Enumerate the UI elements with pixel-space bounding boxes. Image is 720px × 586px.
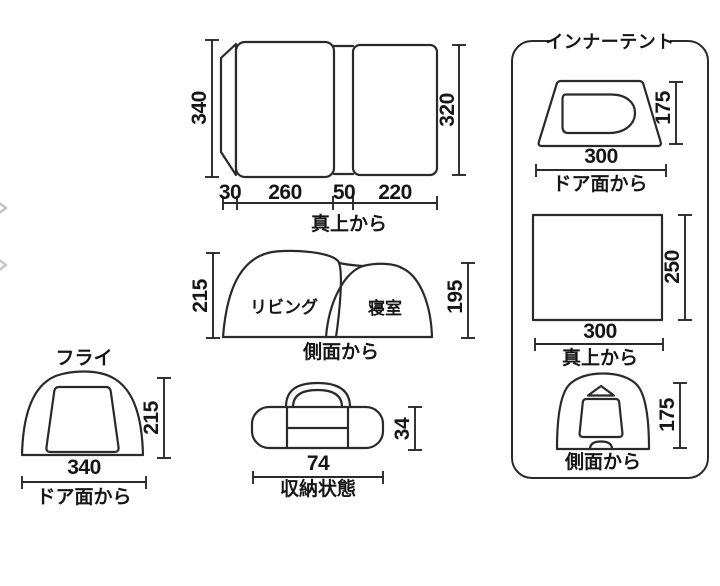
dimension-215: 215	[189, 252, 220, 339]
dimension-300: 300	[535, 145, 667, 177]
room-label-bedroom: 寝室	[368, 298, 402, 318]
dimension-label: 215	[189, 278, 212, 312]
panel-title: インナーテント	[545, 32, 675, 52]
chevron-right-icon	[0, 202, 8, 214]
ground-vent-notch	[588, 440, 614, 451]
inner-door-outline	[561, 93, 637, 135]
view-caption: 真上から	[562, 346, 638, 369]
fly-dome-outline	[20, 370, 145, 457]
dimension-74: 74	[252, 452, 384, 484]
dimension-300: 300	[534, 320, 664, 351]
bedroom-dome-outline	[324, 262, 434, 339]
room-label-living: リビング	[250, 297, 318, 317]
bag-handle-inner	[291, 388, 344, 409]
dimension-label: 175	[652, 90, 675, 124]
view-caption: ドア面から	[36, 486, 131, 508]
dimension-label: 320	[436, 93, 459, 127]
view-caption: 真上から	[311, 212, 387, 235]
inner-door-view: 175 300 ドア面から	[535, 79, 683, 195]
dimension-label: 50	[333, 181, 355, 204]
dimension-label: 250	[661, 250, 684, 284]
dimension-215: 215	[140, 377, 171, 459]
dimension-label: 74	[307, 452, 330, 475]
bag-handle-outer	[284, 381, 352, 409]
dimension-175: 175	[656, 382, 687, 449]
inner-floor-outline	[531, 213, 664, 322]
ridge-line	[337, 261, 365, 268]
inner-side-view: 175 側面から	[555, 372, 687, 473]
porch-flap-shape	[219, 42, 238, 177]
view-caption: 側面から	[564, 451, 641, 473]
dimension-label: 300	[584, 145, 618, 168]
dimension-label: 300	[583, 320, 617, 343]
dimension-320: 320	[436, 44, 466, 176]
dimension-label: 340	[67, 456, 101, 479]
inner-window-outline	[578, 397, 624, 439]
dimension-label: 30	[219, 181, 241, 204]
dimension-175: 175	[652, 81, 683, 145]
packed-view: 34 74 収納状態	[250, 381, 422, 500]
inner-tent-panel: インナーテント 175 300 ドア面から	[511, 30, 709, 479]
fly-title: フライ	[55, 348, 112, 369]
view-caption: ドア面から	[552, 173, 647, 195]
bedroom-area-shape	[351, 43, 439, 177]
overall-side-view: 215 195 リビング 寝室 側面から	[189, 249, 475, 363]
dimension-340: 340	[21, 456, 147, 489]
overall-top-view: 340 320 30 260 50 220 真上から	[188, 39, 466, 235]
living-dome-outline	[221, 249, 342, 339]
dimension-label: 215	[140, 400, 163, 434]
view-caption: 収納状態	[280, 477, 356, 500]
dimension-250: 250	[661, 214, 692, 321]
dimension-label: 195	[444, 279, 467, 313]
inner-top-view: 250 300 真上から	[531, 213, 692, 369]
vent-triangle	[586, 384, 616, 397]
dimension-195: 195	[444, 262, 475, 339]
dimension-label: 260	[268, 181, 302, 204]
dimension-340: 340	[188, 39, 219, 178]
chevron-right-icon	[0, 259, 8, 271]
fly-front-view: フライ 215 340 ドア面から	[20, 348, 171, 508]
dimension-label: 340	[188, 91, 211, 125]
dimension-34: 34	[391, 406, 422, 451]
dimension-label: 220	[378, 181, 412, 204]
living-area-shape	[234, 40, 336, 179]
dimension-widths: 30 260 50 220	[219, 181, 438, 210]
fly-door-outline	[45, 385, 120, 454]
panel-title-mask	[550, 30, 670, 51]
view-caption: 側面から	[302, 341, 379, 363]
inner-front-outline	[537, 79, 662, 148]
dimension-label: 34	[391, 417, 414, 440]
dimension-label: 175	[656, 397, 679, 431]
